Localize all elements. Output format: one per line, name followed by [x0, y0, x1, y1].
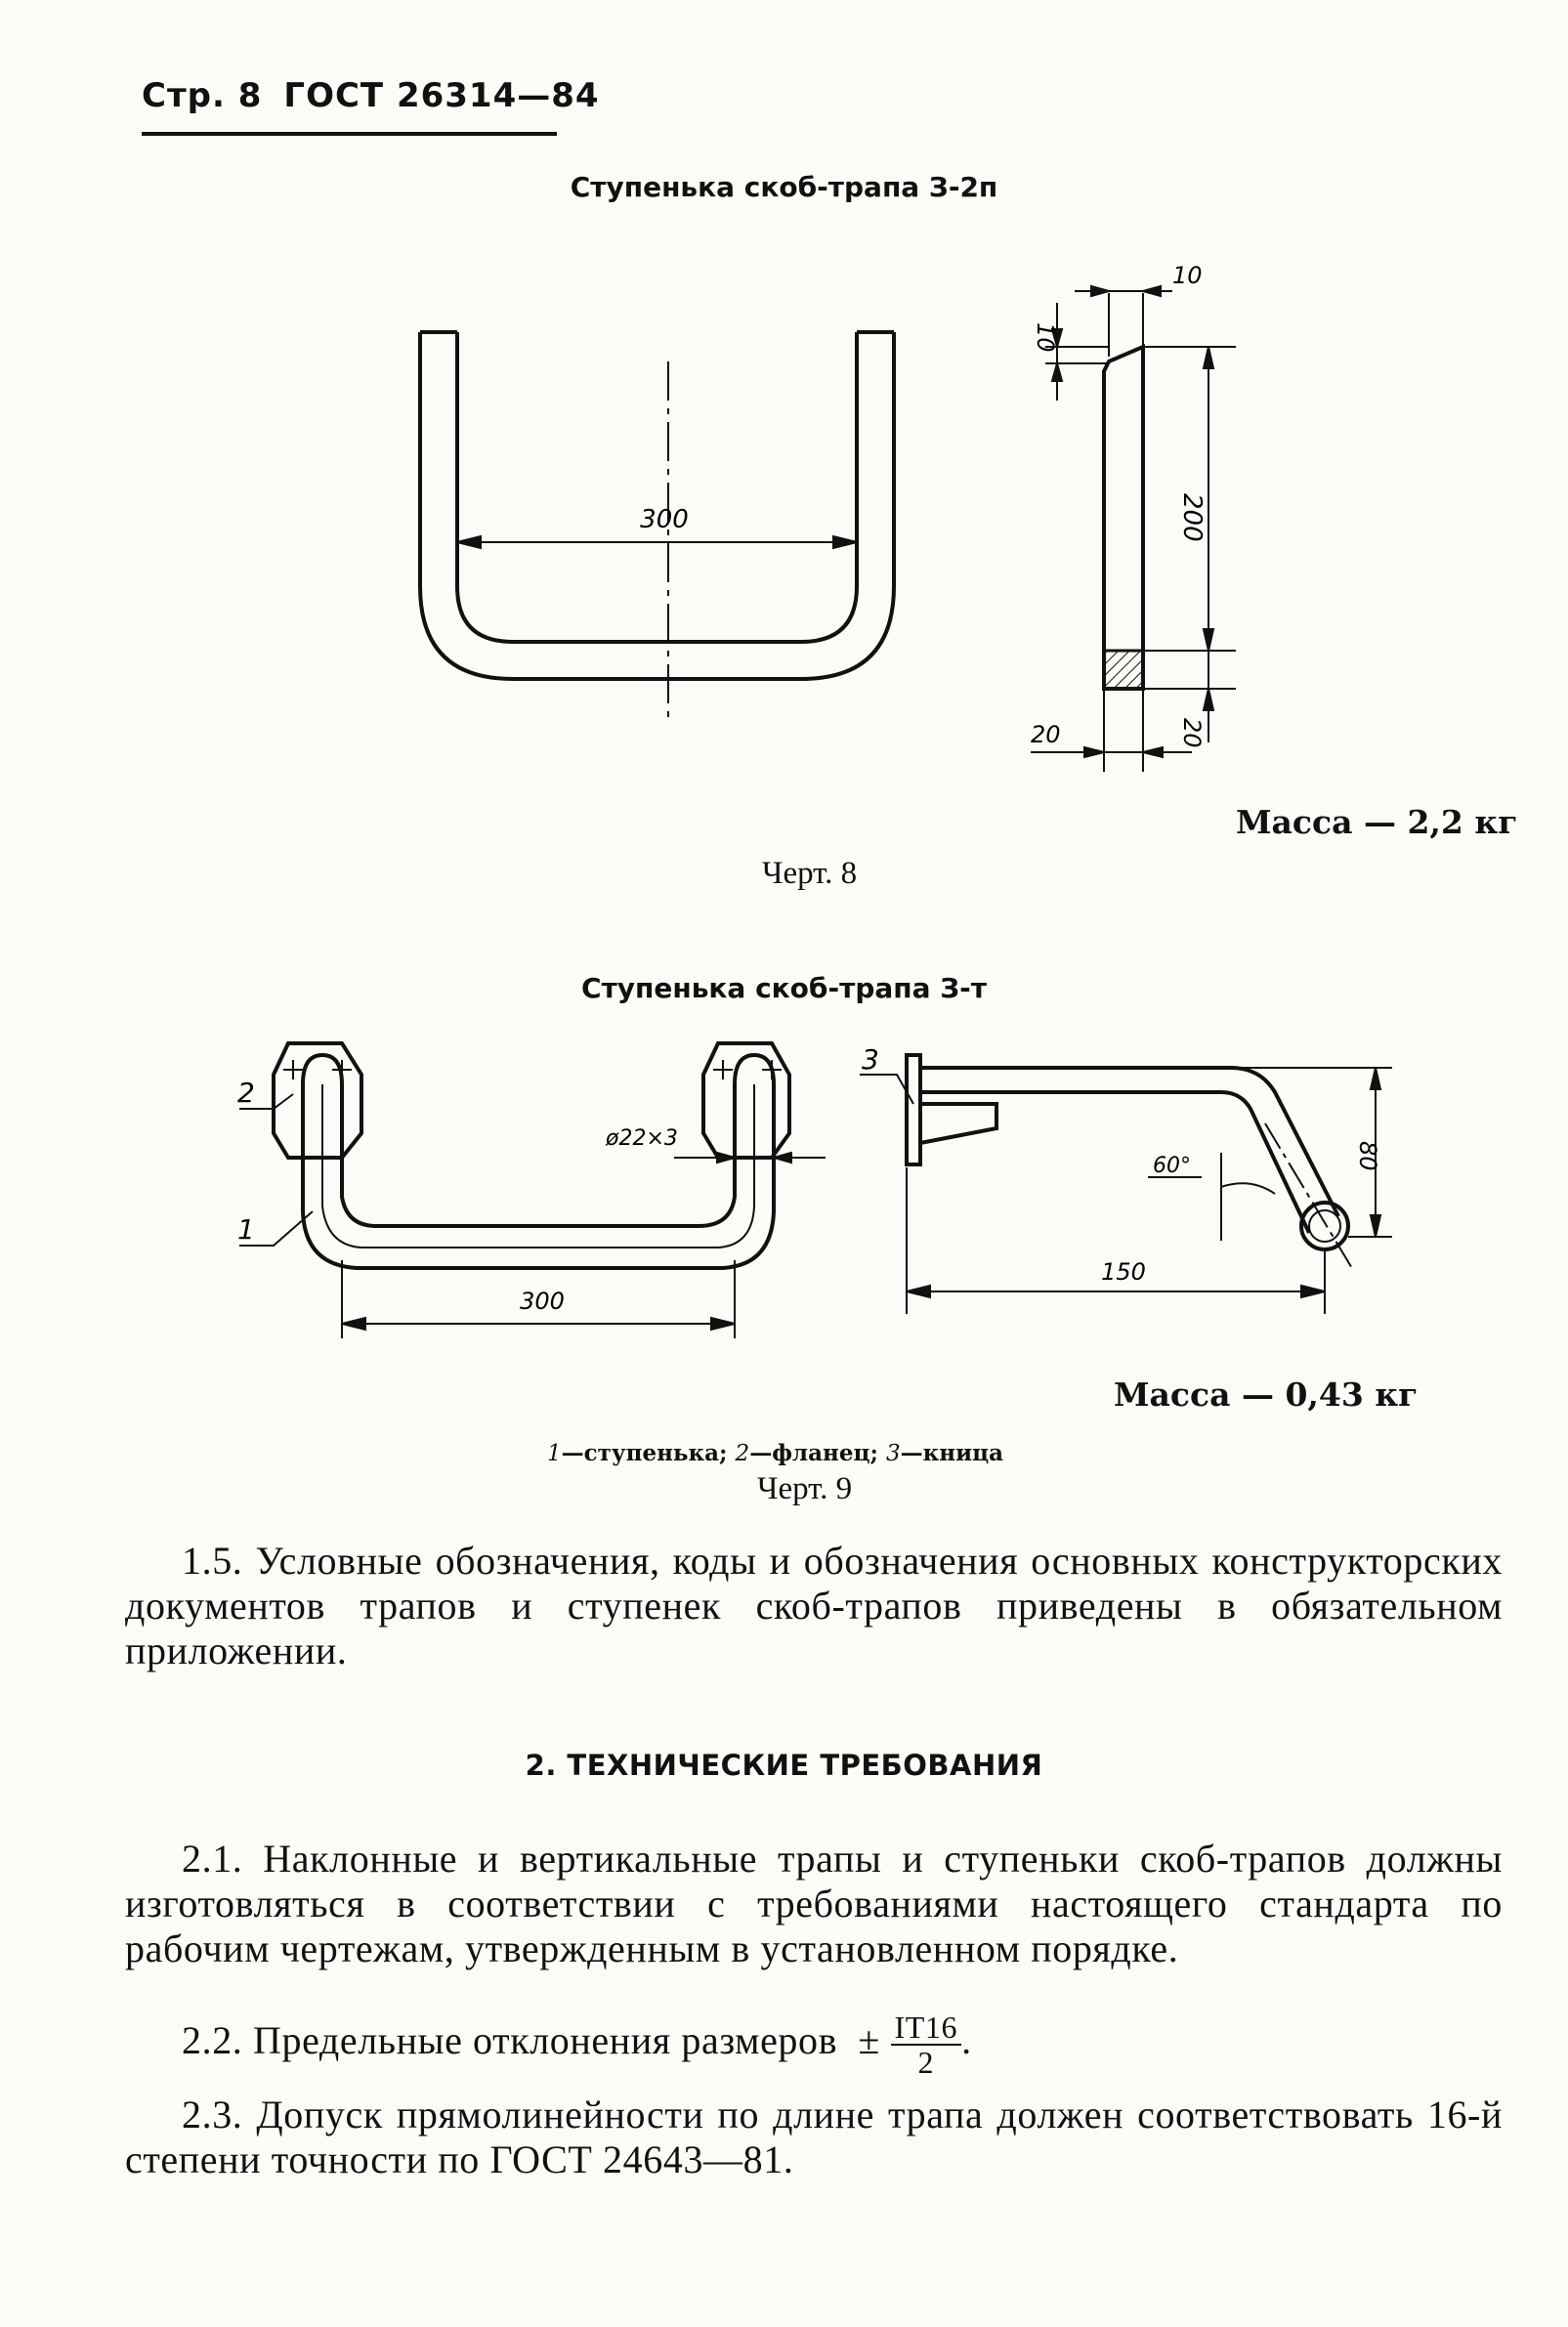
fig9-dim-300: 300 [520, 1288, 565, 1315]
figure9-legend: 1—ступенька; 2—фланец; 3—кница [547, 1440, 1003, 1466]
fig8-dim-10-top: 10 [1172, 262, 1203, 289]
fig9-label-2: 2 [237, 1077, 255, 1109]
figure9-caption: Черт. 9 [757, 1471, 853, 1506]
paragraph-2-2: 2.2. Предельные отклонения размеров ± IT… [182, 2010, 972, 2080]
fig9-flange-left [272, 1041, 363, 1160]
fig9-side-knee [919, 1102, 998, 1145]
fig9-dim-80: 80 [1354, 1141, 1381, 1171]
fig8-rung-outer [418, 332, 896, 681]
paragraph-2-1: 2.1. Наклонные и вертикальные трапы и ст… [125, 1837, 1503, 1970]
legend-num-2: 2 [735, 1441, 750, 1466]
legend-text-2: —фланец; [749, 1440, 887, 1466]
section-2-title: 2. ТЕХНИЧЕСКИЕ ТРЕБОВАНИЯ [525, 1749, 1043, 1782]
page-header: Стр. 8 ГОСТ 26314—84 [142, 76, 600, 115]
fig8-rung-inner [455, 332, 859, 644]
fig9-rung-outer [301, 1052, 776, 1270]
page-number: Стр. 8 [142, 76, 263, 115]
fig9-side-pipe [920, 1066, 1340, 1234]
fig8-dim-300: 300 [640, 505, 689, 534]
legend-text-1: —ступенька; [561, 1440, 736, 1466]
figure9-mass: Масса — 0,43 кг [1114, 1375, 1419, 1414]
fig9-side-flange [905, 1053, 922, 1166]
fig9-dim-150: 150 [1101, 1258, 1146, 1286]
figure8-caption: Черт. 8 [762, 856, 858, 891]
fig8-dim-20-v: 20 [1178, 718, 1206, 748]
fig9-dim-pipe: ø22×3 [605, 1126, 678, 1151]
fig8-dim-20-h: 20 [1031, 721, 1061, 748]
fig8-side-hatch [1102, 649, 1145, 691]
figure8-mass: Масса — 2,2 кг [1236, 803, 1518, 841]
paragraph-1-5: 1.5. Условные обозначения, коды и обозна… [125, 1539, 1503, 1672]
fig8-dim-200: 200 [1177, 493, 1207, 542]
fig9-dim-60: 60° [1153, 1154, 1191, 1178]
paragraph-2-3: 2.3. Допуск прямолинейности по длине тра… [125, 2093, 1503, 2181]
fig9-flange-right [701, 1041, 791, 1160]
header-rule [142, 132, 557, 136]
legend-text-3: —кница [900, 1440, 1004, 1466]
figure8-title: Ступенька скоб-трапа З-2п [570, 171, 998, 203]
fig9-label-3: 3 [862, 1043, 879, 1076]
standard-number: ГОСТ 26314—84 [283, 76, 600, 115]
fig9-label-1: 1 [237, 1213, 255, 1246]
figure9-title: Ступенька скоб-трапа З-т [581, 972, 987, 1004]
fig9-side-pipe-end [1299, 1201, 1350, 1251]
legend-num-1: 1 [547, 1441, 562, 1466]
plus-minus: ± [858, 2018, 880, 2063]
fig8-dim-10-side: 10 [1032, 322, 1059, 353]
legend-num-3: 3 [886, 1441, 901, 1466]
